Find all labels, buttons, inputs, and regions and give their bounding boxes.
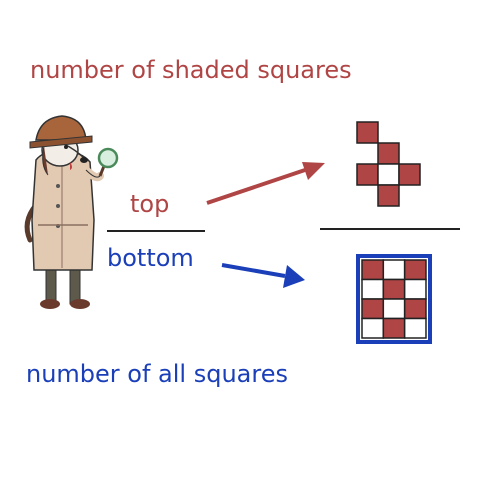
grid-shaded-square [403, 259, 427, 281]
numerator-arrow [206, 162, 325, 205]
grid-shaded-square [361, 259, 385, 281]
grid-blank-square [382, 298, 406, 320]
grid-blank-square [403, 317, 427, 339]
denominator-caption: number of all squares [26, 360, 288, 388]
magnifying-glass-icon [97, 147, 119, 177]
grid-blank-square [382, 259, 406, 281]
grid-blank-square [361, 317, 385, 339]
shaded-square [356, 121, 379, 144]
grid-shaded-square [382, 278, 406, 300]
shaded-squares-figure [356, 121, 421, 207]
fraction-bottom-word: bottom [107, 244, 194, 272]
grid-shaded-square [403, 298, 427, 320]
denominator-arrow [221, 263, 305, 288]
grid-shaded-square [382, 317, 406, 339]
shaded-square [398, 163, 421, 186]
blank-square [377, 163, 400, 186]
fraction-top-word: top [130, 190, 170, 218]
numerator-caption: number of shaded squares [30, 56, 352, 84]
detective-dog-icon [24, 115, 104, 309]
grid-blank-square [403, 278, 427, 300]
shaded-square [377, 142, 400, 165]
grid-shaded-square [361, 298, 385, 320]
shaded-square [356, 163, 379, 186]
grid-blank-square [361, 278, 385, 300]
all-squares-grid [356, 254, 432, 344]
shaded-square [377, 184, 400, 207]
